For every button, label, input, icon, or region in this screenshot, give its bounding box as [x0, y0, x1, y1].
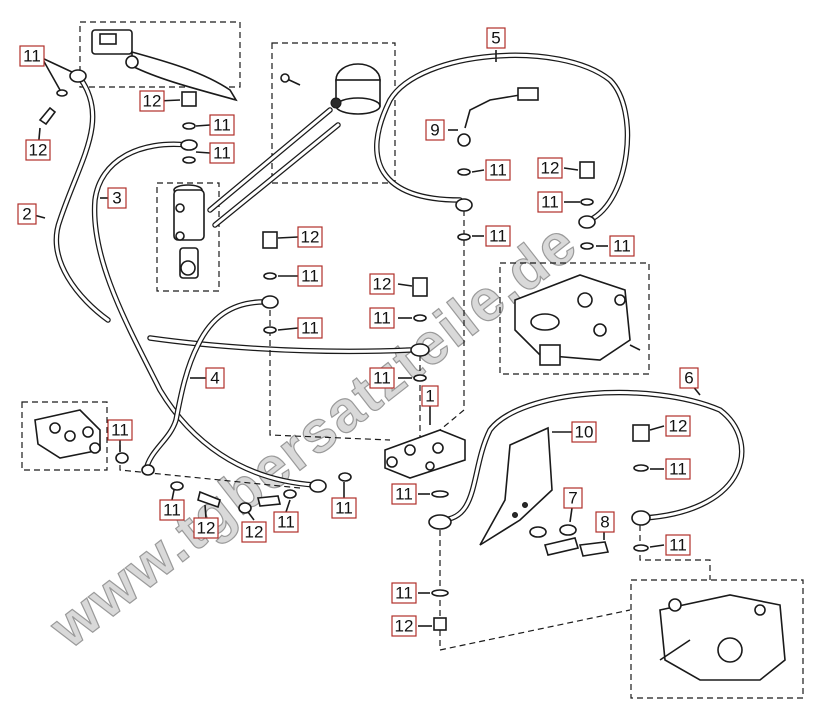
label-12: 12 [241, 521, 267, 543]
svg-text:12: 12 [669, 417, 688, 436]
label-11: 11 [107, 419, 133, 441]
label-1: 1 [421, 385, 439, 407]
label-12: 12 [665, 415, 691, 437]
svg-text:10: 10 [575, 423, 594, 442]
frame-front-caliper [630, 579, 804, 699]
label-12: 12 [297, 226, 323, 248]
svg-text:11: 11 [301, 267, 319, 286]
svg-text:11: 11 [541, 193, 559, 212]
svg-text:11: 11 [335, 499, 353, 518]
svg-text:11: 11 [489, 227, 507, 246]
label-10: 10 [571, 421, 597, 443]
label-12: 12 [193, 517, 219, 539]
label-11: 11 [297, 265, 323, 287]
master-cylinder [173, 184, 205, 279]
svg-text:11: 11 [213, 144, 231, 163]
label-12: 12 [391, 615, 417, 637]
frame-brake-lever [79, 21, 241, 88]
svg-text:11: 11 [213, 116, 231, 135]
leader-lines [29, 50, 701, 627]
svg-text:12: 12 [395, 617, 414, 636]
label-3: 3 [107, 187, 127, 209]
left-valve [34, 409, 101, 459]
svg-text:12: 12 [373, 275, 392, 294]
svg-text:4: 4 [210, 369, 219, 388]
label-11: 11 [369, 367, 395, 389]
svg-text:11: 11 [395, 584, 413, 603]
frame-master-cylinder [156, 182, 220, 292]
brake-lever-assembly [91, 29, 238, 102]
label-7: 7 [563, 487, 583, 509]
svg-text:9: 9 [430, 121, 439, 140]
svg-text:11: 11 [669, 460, 687, 479]
svg-text:12: 12 [29, 141, 48, 160]
label-11: 11 [159, 499, 185, 521]
svg-text:11: 11 [111, 421, 129, 440]
label-11: 11 [665, 534, 691, 556]
svg-text:11: 11 [301, 319, 319, 338]
label-11: 11 [297, 317, 323, 339]
reservoir-assembly [280, 63, 381, 115]
part-labels: 11 12 12 11 11 2 3 12 11 11 12 11 11 4 1… [17, 27, 699, 637]
svg-text:11: 11 [23, 47, 41, 66]
svg-text:11: 11 [163, 501, 181, 520]
svg-text:5: 5 [491, 29, 500, 48]
label-9: 9 [425, 119, 445, 141]
svg-text:11: 11 [669, 536, 687, 555]
dashed-frames [21, 21, 804, 699]
front-caliper [659, 594, 786, 681]
label-11: 11 [609, 235, 635, 257]
bracket [479, 426, 553, 546]
label-12: 12 [369, 273, 395, 295]
label-11: 11 [273, 511, 299, 533]
label-12: 12 [537, 157, 563, 179]
label-11: 11 [391, 582, 417, 604]
svg-text:6: 6 [684, 369, 693, 388]
svg-text:7: 7 [568, 489, 577, 508]
label-11: 11 [537, 191, 563, 213]
label-2: 2 [17, 203, 37, 225]
label-11: 11 [485, 225, 511, 247]
svg-text:8: 8 [600, 513, 609, 532]
label-6: 6 [679, 367, 699, 389]
svg-text:12: 12 [541, 159, 560, 178]
svg-text:12: 12 [197, 519, 216, 538]
frame-left-valve [21, 401, 108, 471]
label-5: 5 [486, 27, 506, 49]
center-distributor [384, 429, 466, 479]
label-11: 11 [331, 497, 357, 519]
fittings [38, 69, 651, 631]
svg-text:11: 11 [613, 237, 631, 256]
label-12: 12 [25, 139, 51, 161]
svg-text:11: 11 [373, 309, 391, 328]
svg-text:3: 3 [112, 189, 121, 208]
frame-reservoir [271, 42, 396, 184]
label-8: 8 [595, 511, 615, 533]
label-11: 11 [369, 307, 395, 329]
label-11: 11 [209, 114, 235, 136]
label-11: 11 [485, 159, 511, 181]
label-11: 11 [19, 45, 45, 67]
svg-text:12: 12 [245, 523, 264, 542]
svg-text:1: 1 [425, 387, 434, 406]
label-11: 11 [209, 142, 235, 164]
svg-text:12: 12 [301, 228, 320, 247]
guide-lines [119, 210, 711, 651]
label-12: 12 [139, 90, 165, 112]
rear-caliper [514, 274, 641, 366]
label-11: 11 [391, 483, 417, 505]
label-11: 11 [665, 458, 691, 480]
svg-text:11: 11 [489, 161, 507, 180]
svg-text:12: 12 [143, 92, 162, 111]
brake-hoses [53, 52, 745, 523]
svg-text:11: 11 [373, 369, 391, 388]
frame-rear-caliper [499, 262, 650, 375]
svg-text:11: 11 [277, 513, 295, 532]
svg-text:11: 11 [395, 485, 413, 504]
svg-text:2: 2 [22, 205, 31, 224]
label-4: 4 [205, 367, 225, 389]
